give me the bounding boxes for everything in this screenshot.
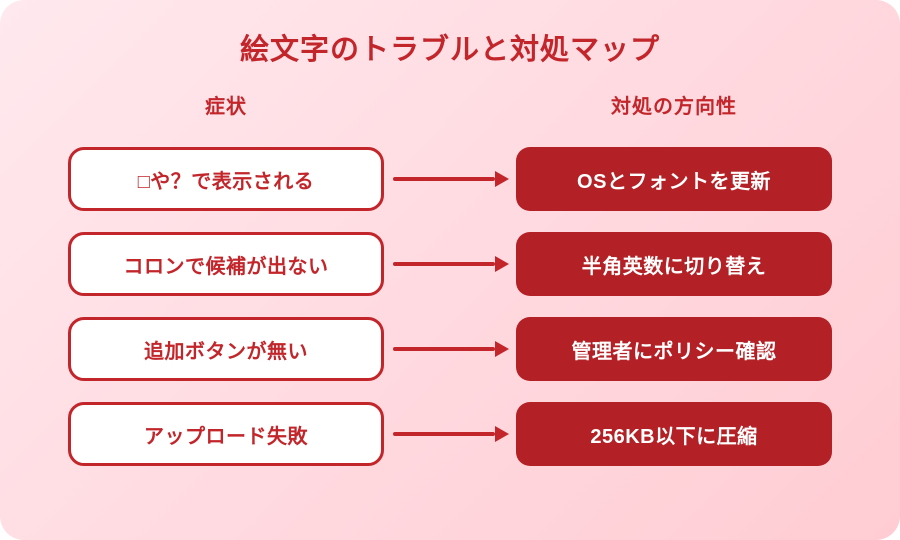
symptom-box: 追加ボタンが無い: [68, 317, 384, 381]
arrow-right-icon: [393, 341, 509, 357]
symptom-box: アップロード失敗: [68, 402, 384, 466]
map-row-4: アップロード失敗 256KB以下に圧縮: [0, 402, 900, 466]
symptom-box: コロンで候補が出ない: [68, 232, 384, 296]
column-header-actions: 対処の方向性: [611, 96, 737, 118]
action-box: 256KB以下に圧縮: [516, 402, 832, 466]
map-row-3: 追加ボタンが無い 管理者にポリシー確認: [0, 317, 900, 381]
arrow-right-icon: [393, 426, 509, 442]
action-box: OSとフォントを更新: [516, 147, 832, 211]
symptom-box: □や？で表示される: [68, 147, 384, 211]
action-box: 管理者にポリシー確認: [516, 317, 832, 381]
column-header-symptoms: 症状: [205, 96, 247, 118]
action-box: 半角英数に切り替え: [516, 232, 832, 296]
map-row-1: □や？で表示される OSとフォントを更新: [0, 147, 900, 211]
page-title: 絵文字のトラブルと対処マップ: [239, 34, 660, 66]
arrow-right-icon: [393, 256, 509, 272]
arrow-right-icon: [393, 171, 509, 187]
map-row-2: コロンで候補が出ない 半角英数に切り替え: [0, 232, 900, 296]
